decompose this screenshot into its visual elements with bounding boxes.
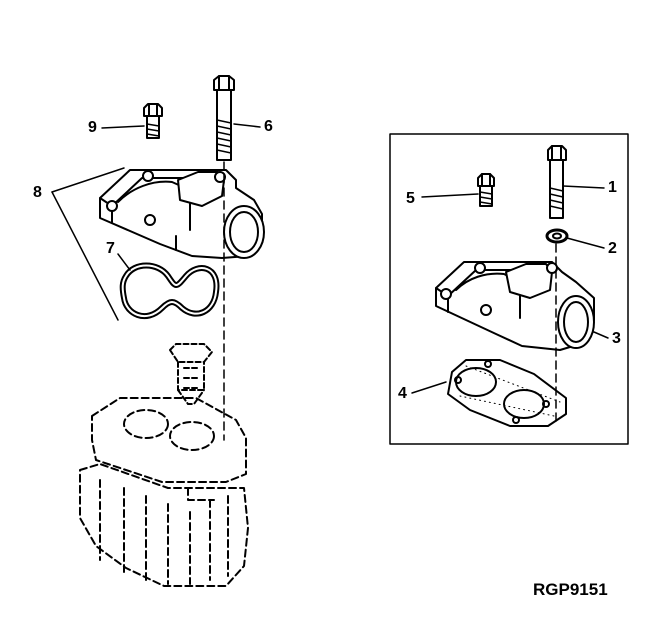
inset-frame [389, 133, 629, 445]
thermostat-housing-inset [435, 261, 595, 351]
flat-gasket-inset [447, 359, 567, 427]
thermostat-dashed [169, 343, 213, 405]
callout-3: 3 [612, 330, 621, 347]
leader-lines-inset [411, 185, 609, 394]
callout-8: 8 [33, 184, 42, 201]
thermostat-housing-left [99, 169, 265, 259]
callout-9: 9 [88, 119, 97, 136]
callout-7: 7 [106, 240, 115, 257]
callout-6: 6 [264, 118, 273, 135]
leader-lines-left [51, 123, 261, 321]
o-ring-gasket [119, 262, 220, 320]
long-bolt-left [213, 75, 235, 161]
callout-4: 4 [398, 385, 407, 402]
callout-5: 5 [406, 190, 415, 207]
engine-block-dashed [79, 397, 249, 587]
short-bolt-inset [477, 173, 495, 207]
callout-2: 2 [608, 240, 617, 257]
callout-1: 1 [608, 179, 617, 196]
washer-inset [545, 228, 569, 244]
long-bolt-inset [547, 145, 567, 219]
short-bolt-left [143, 103, 163, 139]
figure-id-label: RGP9151 [533, 580, 608, 599]
